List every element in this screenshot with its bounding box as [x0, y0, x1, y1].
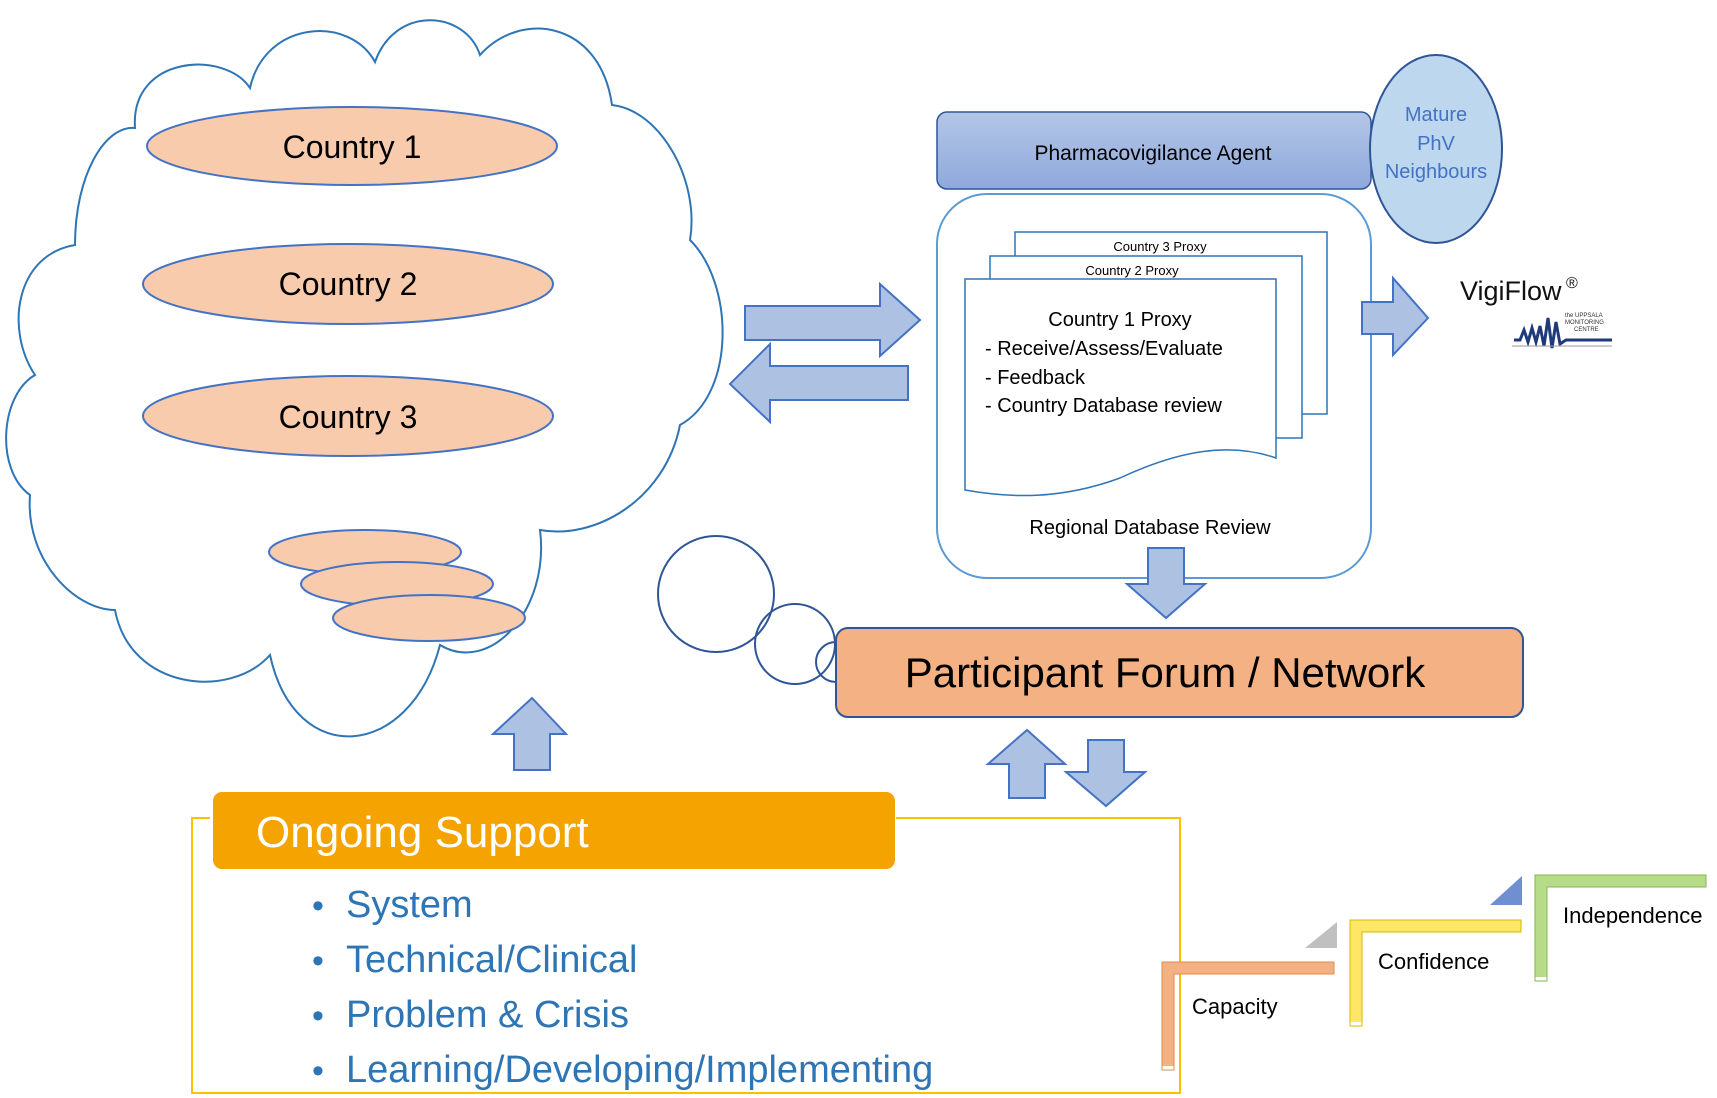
capacity-to-confidence-wedge [1305, 922, 1337, 948]
arrow-down-from-forum [1063, 739, 1148, 808]
country-1-proxy-item-1: - Receive/Assess/Evaluate [985, 338, 1223, 360]
arrow-to-vigiflow [1361, 275, 1430, 358]
arrow-up-to-forum [985, 728, 1068, 799]
thought-bubble-medium [754, 603, 836, 685]
vigiflow-registered-mark: ® [1566, 275, 1578, 292]
support-item-problem-crisis: Problem & Crisis [312, 988, 933, 1043]
country-3-label: Country 3 [279, 399, 418, 435]
arrow-left-to-countries [728, 341, 909, 425]
capacity-step-edge [1161, 961, 1335, 1071]
confidence-step-edge [1349, 919, 1522, 1027]
vigiflow-logo: VigiFlow ® the UPPSALA MONITORING CENTRE [1460, 275, 1612, 349]
country-1-proxy-item-2: - Feedback [985, 367, 1086, 389]
mature-neighbours-circle [1369, 54, 1503, 244]
country-2-proxy-label: Country 2 Proxy [1085, 263, 1179, 278]
ongoing-support-header [213, 792, 895, 869]
ongoing-support-title: Ongoing Support [256, 808, 589, 857]
participant-forum-box [835, 627, 1524, 718]
country-1-proxy-title: Country 1 Proxy [1048, 309, 1191, 331]
support-item-system: System [312, 878, 933, 933]
ongoing-support-list: System Technical/Clinical Problem & Cris… [312, 878, 933, 1098]
independence-label: Independence [1563, 903, 1702, 928]
arrow-up-to-countries [490, 696, 569, 771]
arrow-down-to-forum [1124, 547, 1208, 620]
neighbours-line-1: Mature [1405, 104, 1467, 126]
umc-waveform-icon [1514, 317, 1612, 349]
countries-cloud: Country 1 Country 2 Country 3 [5, 19, 724, 738]
capacity-label: Capacity [1192, 994, 1278, 1019]
neighbours-line-3: Neighbours [1385, 161, 1487, 183]
independence-step [1535, 875, 1706, 977]
umc-line-3: CENTRE [1574, 327, 1599, 333]
capacity-step [1162, 962, 1334, 1066]
country-3-proxy-label: Country 3 Proxy [1113, 239, 1207, 254]
umc-line-2: MONITORING [1565, 320, 1604, 326]
arrow-right-to-agent [744, 281, 922, 359]
support-item-technical-clinical: Technical/Clinical [312, 933, 933, 988]
confidence-label: Confidence [1378, 949, 1489, 974]
country-1-proxy-item-3: - Country Database review [985, 395, 1222, 417]
country-1-label: Country 1 [283, 129, 422, 165]
vigiflow-name: VigiFlow [1460, 276, 1562, 306]
country-1-proxy-doc [964, 278, 1277, 497]
country-2-oval [142, 243, 554, 325]
umc-line-1: the UPPSALA [1565, 313, 1603, 319]
neighbours-line-2: PhV [1417, 133, 1455, 155]
country-1-oval [146, 106, 558, 186]
confidence-to-independence-wedge [1490, 876, 1522, 905]
pharmacovigilance-agent-title: Pharmacovigilance Agent [1035, 142, 1272, 165]
support-item-learning: Learning/Developing/Implementing [312, 1043, 933, 1098]
participant-forum-label: Participant Forum / Network [905, 649, 1426, 696]
thought-bubble-large [657, 535, 775, 653]
independence-step-edge [1534, 874, 1707, 982]
more-countries-oval-3 [332, 594, 526, 642]
country-3-oval [142, 375, 554, 457]
confidence-step [1350, 920, 1521, 1022]
regional-database-review-label: Regional Database Review [1029, 517, 1271, 539]
country-2-label: Country 2 [279, 266, 418, 302]
